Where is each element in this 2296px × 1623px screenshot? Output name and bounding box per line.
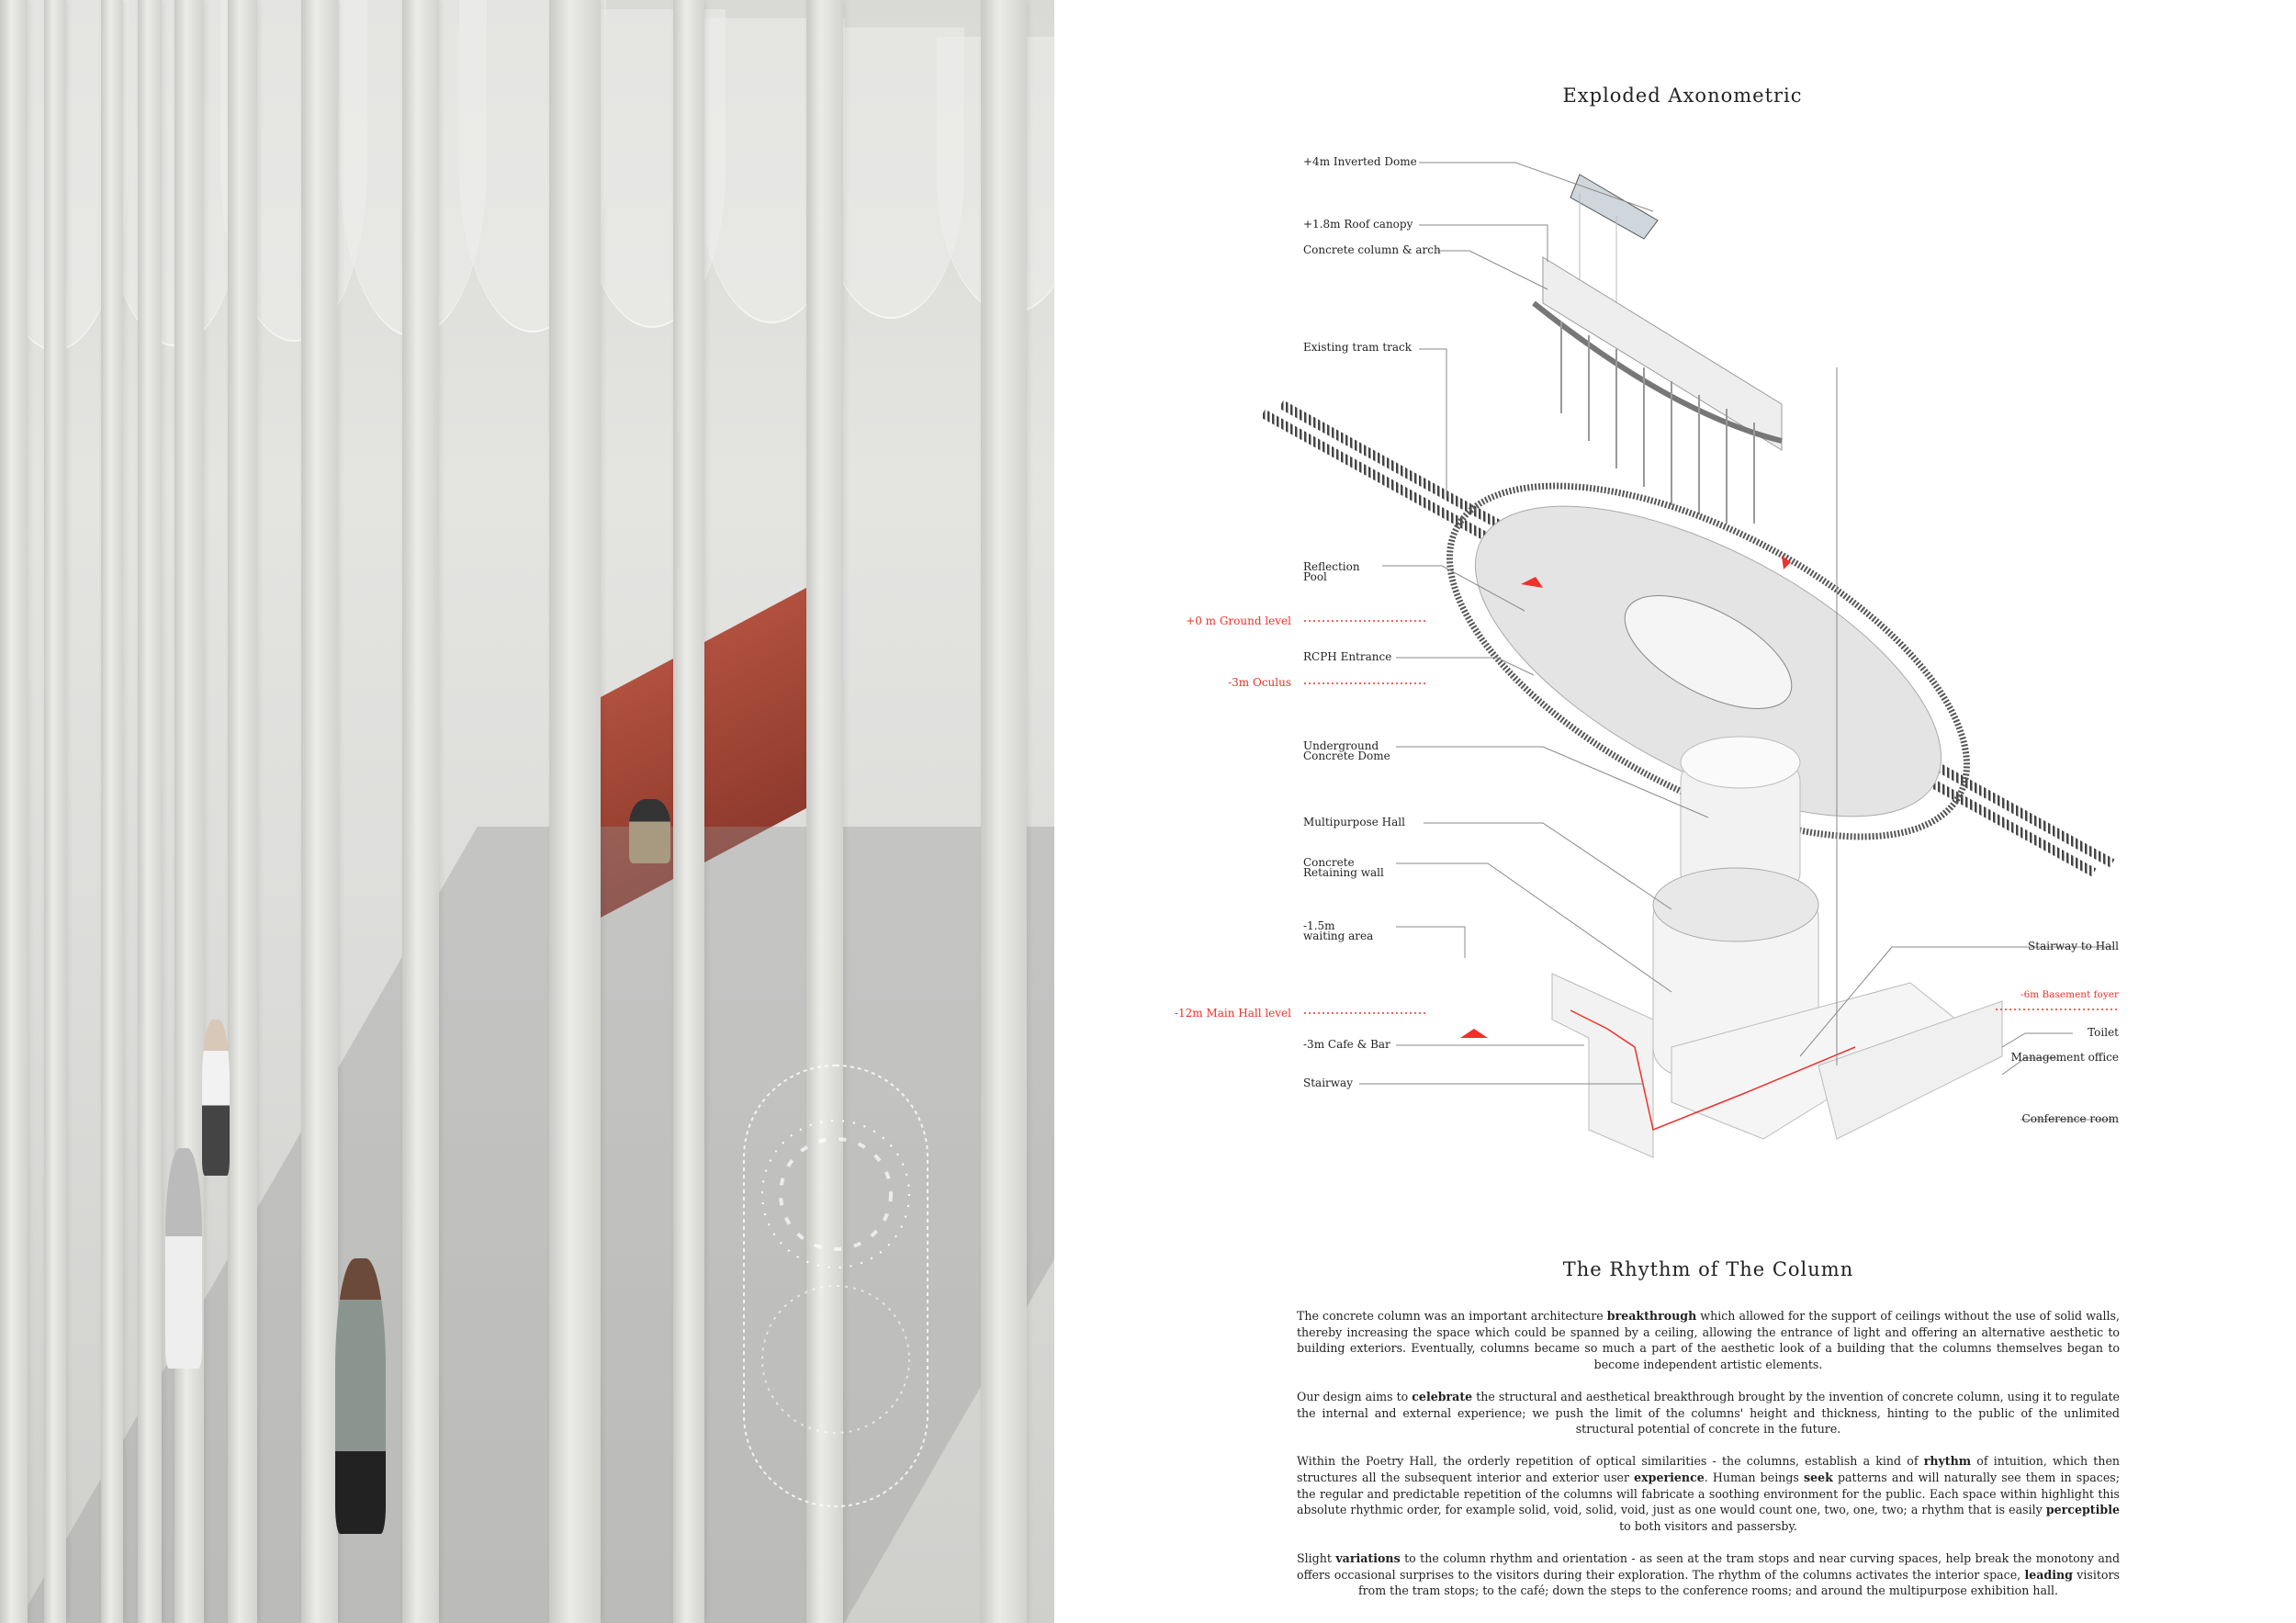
essay-body: The concrete column was an important arc…	[1297, 1308, 2120, 1615]
plan-overlay-drawing	[743, 1065, 929, 1507]
label-column-arch: Concrete column & arch	[1303, 243, 1441, 256]
label-cafe-bar: -3m Cafe & Bar	[1303, 1038, 1390, 1051]
essay-paragraph: Slight variations to the column rhythm a…	[1297, 1550, 2120, 1599]
label-underground-dome: Underground Concrete Dome	[1303, 739, 1390, 762]
emphasis-word: celebrate	[1412, 1389, 1473, 1403]
label-tram-track: Existing tram track	[1303, 341, 1412, 354]
concrete-column	[981, 0, 1027, 1623]
emphasis-word: leading	[2024, 1567, 2073, 1582]
label-retaining-wall: Concrete Retaining wall	[1303, 856, 1384, 879]
concrete-column	[0, 0, 28, 1623]
label-management-office: Management office	[2010, 1051, 2119, 1064]
essay-paragraph: Our design aims to celebrate the structu…	[1297, 1389, 2120, 1437]
essay-paragraph: Within the Poetry Hall, the orderly repe…	[1297, 1453, 2120, 1534]
person-figure	[165, 1148, 202, 1369]
level-oculus: -3m Oculus	[1228, 676, 1291, 689]
paragraph-text: to both visitors and passersby.	[1619, 1518, 1797, 1533]
emphasis-word: experience	[1634, 1470, 1705, 1484]
label-reflection-pool: Reflection Pool	[1303, 560, 1360, 583]
roof-canopy-and-columns	[1532, 256, 1783, 524]
paragraph-text: the structural and aesthetical breakthro…	[1297, 1389, 2120, 1437]
emphasis-word: seek	[1804, 1470, 1833, 1484]
axonometric-title: Exploded Axonometric	[1562, 85, 1803, 107]
concrete-column	[806, 0, 843, 1623]
concrete-column	[101, 0, 123, 1623]
paragraph-text: Within the Poetry Hall, the orderly repe…	[1297, 1454, 1924, 1469]
essay-paragraph: The concrete column was an important arc…	[1297, 1308, 2120, 1372]
exploded-axonometric-drawing	[1260, 162, 2120, 1158]
concrete-column	[174, 0, 204, 1623]
concrete-column	[549, 0, 601, 1623]
emphasis-word: rhythm	[1923, 1454, 1972, 1469]
label-roof-canopy: +1.8m Roof canopy	[1303, 218, 1413, 231]
label-conference-room: Conference room	[2021, 1112, 2119, 1125]
label-multipurpose-hall: Multipurpose Hall	[1303, 816, 1405, 828]
paragraph-text: Slight	[1297, 1550, 1336, 1565]
paragraph-text: . Human beings	[1704, 1470, 1804, 1484]
essay-title: The Rhythm of The Column	[1562, 1258, 1854, 1280]
label-inverted-dome: +4m Inverted Dome	[1303, 155, 1417, 168]
underground-dome-cylinders	[1652, 736, 1819, 1076]
label-toilet: Toilet	[2088, 1026, 2119, 1039]
basement-level	[1460, 556, 2003, 1158]
emphasis-word: perceptible	[2045, 1503, 2120, 1517]
concrete-column	[673, 0, 704, 1623]
level-ground: +0 m Ground level	[1186, 614, 1291, 627]
paragraph-text: The concrete column was an important arc…	[1297, 1309, 1607, 1323]
person-figure	[335, 1258, 386, 1534]
concrete-column	[301, 0, 338, 1623]
inverted-dome	[1570, 174, 1659, 303]
interior-render-image	[0, 0, 1054, 1623]
concrete-column	[44, 0, 66, 1623]
concrete-column	[402, 0, 439, 1623]
paragraph-text: of intuition, which then structures all …	[1297, 1454, 2121, 1484]
reflection-pool-platform	[1474, 505, 1942, 817]
level-main-hall: -12m Main Hall level	[1174, 1007, 1291, 1020]
paragraph-text: to the column rhythm and orientation - a…	[1297, 1550, 2121, 1582]
leader-lines	[1359, 162, 2114, 1121]
emphasis-word: variations	[1335, 1550, 1401, 1565]
concrete-column	[228, 0, 257, 1623]
level-basement-foyer: -6m Basement foyer	[2020, 989, 2119, 1000]
label-stairway: Stairway	[1303, 1076, 1353, 1089]
label-stairway-to-hall: Stairway to Hall	[2028, 940, 2119, 952]
label-waiting-area: -1.5m waiting area	[1303, 919, 1374, 942]
emphasis-word: breakthrough	[1606, 1309, 1697, 1323]
paragraph-text: Our design aims to	[1297, 1389, 1412, 1403]
paragraph-text: visitors from the tram stops; to the caf…	[1357, 1567, 2120, 1598]
person-figure	[202, 1020, 230, 1176]
concrete-column	[138, 0, 162, 1623]
paragraph-text: which allowed for the support of ceiling…	[1297, 1309, 2120, 1371]
label-rcph-entrance: RCPH Entrance	[1303, 650, 1392, 663]
person-figure	[629, 799, 670, 863]
paragraph-text: patterns and will naturally see them in …	[1297, 1470, 2120, 1517]
